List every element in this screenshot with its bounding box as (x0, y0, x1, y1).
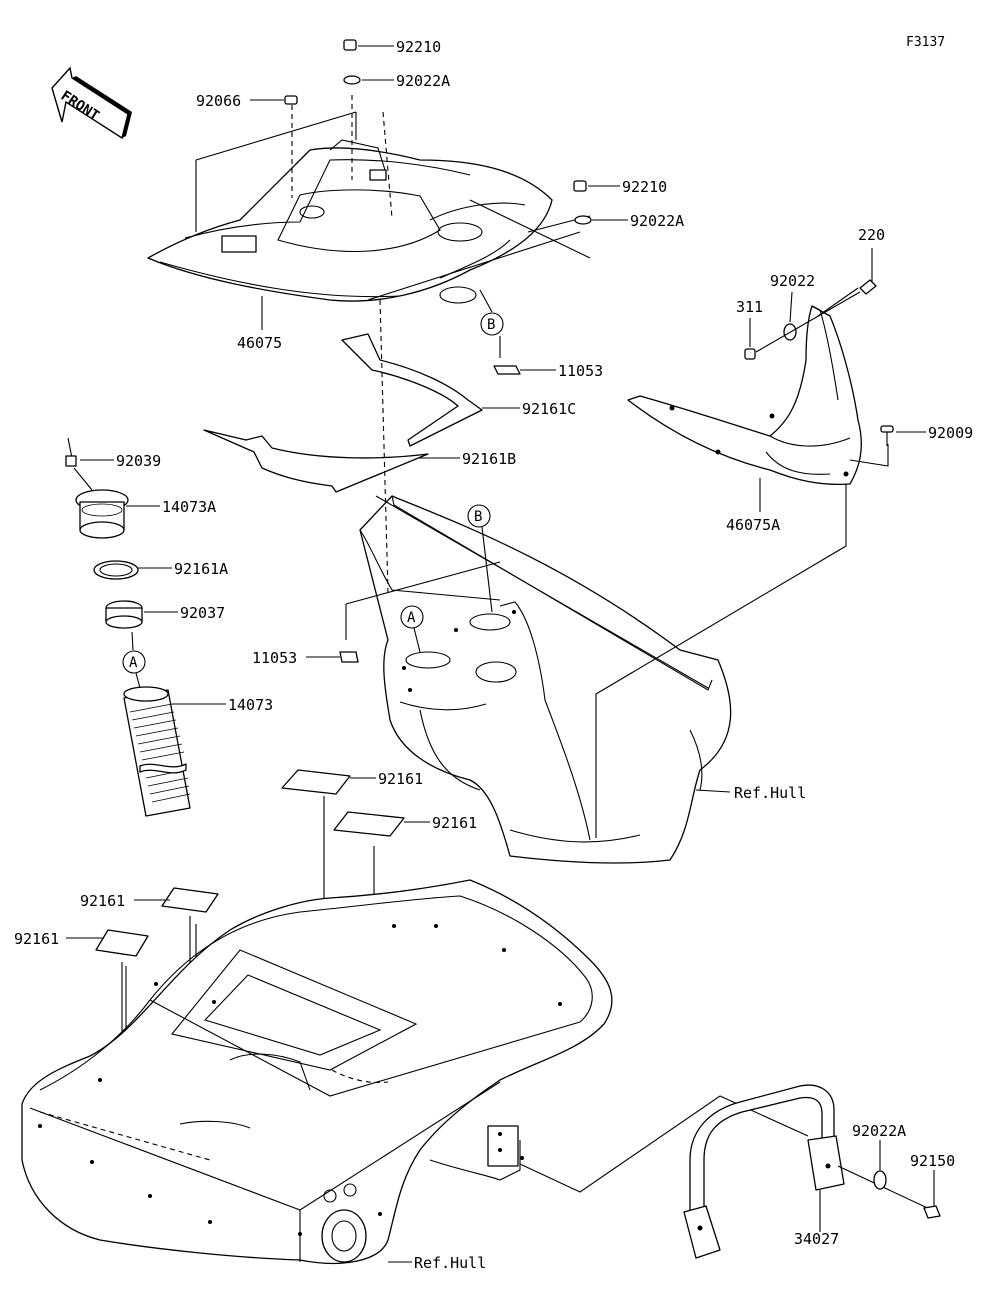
leader-bracket-46075 (195, 111, 357, 232)
callout-b-upper: B (480, 312, 504, 336)
label-92161B: 92161B (462, 450, 516, 468)
label-92161-2: 92161 (432, 814, 477, 832)
leader-callout-b-upper (479, 289, 493, 313)
hull-guide-line (375, 495, 709, 689)
label-92161C: 92161C (522, 400, 576, 418)
label-92066: 92066 (196, 92, 241, 110)
washer-92022A-bottom (873, 1140, 887, 1190)
gasket-92161C (341, 333, 520, 447)
label-92037: 92037 (180, 604, 225, 622)
leader-11053-lower-bracket (345, 561, 501, 640)
label-92022: 92022 (770, 272, 815, 290)
figure-code: F3137 (906, 35, 945, 50)
label-34027: 34027 (794, 1230, 839, 1248)
washer-92022A-right (574, 215, 628, 225)
label-92210-right: 92210 (622, 178, 667, 196)
bolt-92150 (923, 1170, 941, 1219)
label-11053-upper: 11053 (558, 362, 603, 380)
guide-grab-bar-fasteners (837, 1165, 937, 1213)
label-311: 311 (736, 298, 763, 316)
label-92022A-bottom: 92022A (852, 1122, 906, 1140)
pad-92161-1 (281, 769, 376, 795)
pad-92161-2 (333, 811, 430, 837)
nut-311 (744, 318, 756, 360)
label-14073A: 14073A (162, 498, 216, 516)
clamp-92037 (105, 600, 178, 629)
label-92009: 92009 (928, 424, 973, 442)
screw-92066 (250, 95, 298, 105)
leader-callout-b-hull (481, 526, 493, 613)
part-46075A-cover (627, 305, 862, 486)
svg-text:A: A (407, 610, 416, 626)
callout-b-hull: B (467, 504, 491, 528)
screw-92009 (880, 425, 926, 446)
pad-92161-4 (66, 929, 149, 957)
label-220: 220 (858, 226, 885, 244)
guide-cover-bolts (755, 291, 861, 353)
pin-92039 (65, 437, 114, 467)
label-92150: 92150 (910, 1152, 955, 1170)
label-46075: 46075 (237, 334, 282, 352)
nut-92210-right (573, 180, 620, 192)
grab-bar-34027 (683, 1084, 845, 1259)
screw-220 (859, 248, 877, 295)
svg-text:A: A (129, 655, 138, 671)
svg-text:B: B (487, 317, 495, 333)
svg-text:B: B (474, 509, 482, 525)
deck-axis-line (379, 299, 389, 593)
label-11053-lower: 11053 (252, 649, 297, 667)
fitting-14073A (75, 489, 160, 539)
label-92210-top: 92210 (396, 38, 441, 56)
label-46075A: 46075A (726, 516, 780, 534)
callout-a-left: A (122, 650, 146, 674)
label-14073: 14073 (228, 696, 273, 714)
hose-14073 (123, 686, 226, 817)
label-ref-hull-2: Ref.Hull (414, 1254, 486, 1272)
clip-11053-lower (306, 651, 359, 663)
leader-bracket-92022A (469, 199, 591, 259)
front-arrow-icon: FRONT (51, 66, 132, 140)
washer-92022A-top (343, 75, 394, 85)
ref-hull-upper (359, 495, 732, 864)
leader-46075A-to-hull (595, 484, 847, 838)
label-ref-hull-1: Ref.Hull (734, 784, 806, 802)
leader-callout-a-hull (413, 627, 421, 653)
label-92161A: 92161A (174, 560, 228, 578)
guide-hose (135, 672, 141, 689)
label-92161-4: 92161 (14, 930, 59, 948)
leader-ref-hull-1 (695, 789, 731, 793)
label-92039: 92039 (116, 452, 161, 470)
ref-hull-lower (21, 879, 613, 1265)
guide-callout-a-left (131, 631, 134, 651)
label-92022A-top: 92022A (396, 72, 450, 90)
label-92022A-right: 92022A (630, 212, 684, 230)
part-46075-deck (147, 139, 553, 304)
leader-34027-to-hull (519, 1095, 809, 1193)
nut-92210-top (343, 39, 394, 51)
fastener-axis-lines (291, 95, 393, 219)
callout-a-hull: A (400, 605, 424, 629)
ring-92161A (93, 560, 172, 580)
leader-cover-fasteners (817, 287, 889, 467)
clip-11053-upper (493, 365, 556, 375)
pad-92161-3 (134, 887, 219, 913)
label-92161-1: 92161 (378, 770, 423, 788)
label-92161-3: 92161 (80, 892, 125, 910)
guide-92039 (73, 467, 93, 491)
gasket-92161B (203, 429, 460, 493)
